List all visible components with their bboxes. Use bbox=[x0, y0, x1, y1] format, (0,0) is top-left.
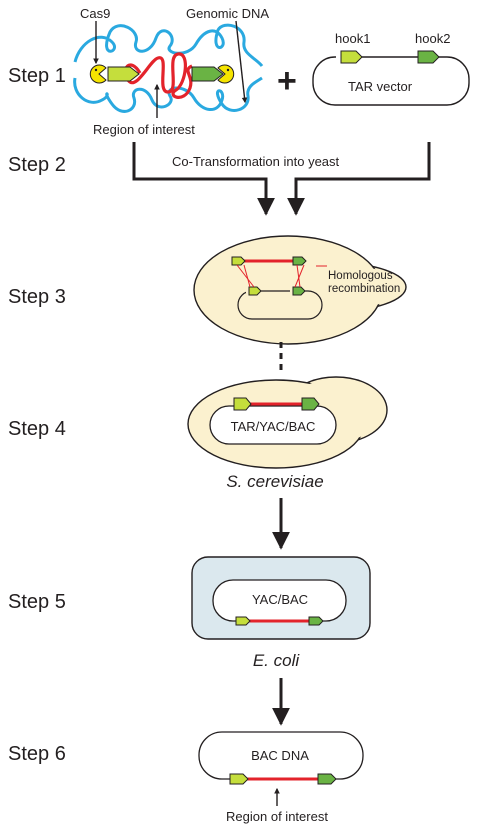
tar-vector bbox=[312, 50, 470, 106]
homologous-label-line1: Homologous bbox=[328, 270, 393, 282]
genomic-hook1-segment bbox=[107, 66, 140, 82]
cas9-label: Cas9 bbox=[80, 6, 110, 21]
vector-hook2-segment bbox=[417, 50, 440, 64]
yeast-cell-step4 bbox=[187, 376, 388, 469]
bac-dna-label: BAC DNA bbox=[251, 748, 309, 763]
cas9-right-icon bbox=[217, 64, 235, 84]
genomic-dna-label: Genomic DNA bbox=[186, 6, 269, 21]
step-3-label: Step 3 bbox=[8, 286, 66, 308]
step-5-label: Step 5 bbox=[8, 591, 66, 613]
bac-dna bbox=[198, 731, 364, 785]
step-4-label: Step 4 bbox=[8, 418, 66, 440]
region-of-interest-dna bbox=[123, 52, 193, 99]
homologous-label-line2: recombination bbox=[328, 283, 400, 295]
genomic-dna-group bbox=[73, 23, 264, 113]
region-of-interest-bottom-label: Region of interest bbox=[226, 809, 328, 824]
cotransformation-label: Co-Transformation into yeast bbox=[172, 154, 340, 169]
hook1-label: hook1 bbox=[335, 31, 370, 46]
plus-sign: + bbox=[277, 62, 297, 100]
s-cerevisiae-label: S. cerevisiae bbox=[226, 472, 323, 491]
ecoli-cell bbox=[191, 556, 371, 640]
region-of-interest-label: Region of interest bbox=[93, 122, 195, 137]
vector-hook1-segment bbox=[340, 50, 363, 64]
cotransformation-arrows bbox=[132, 142, 431, 216]
genomic-hook2-segment bbox=[191, 66, 224, 82]
step-6-label: Step 6 bbox=[8, 743, 66, 765]
step-1-label: Step 1 bbox=[8, 65, 66, 87]
tar-yac-bac-label: TAR/YAC/BAC bbox=[231, 419, 316, 434]
yeast-cell-step3 bbox=[193, 235, 407, 345]
tar-vector-label: TAR vector bbox=[348, 79, 413, 94]
genomic-dna-strand bbox=[73, 23, 264, 113]
cas9-left-icon bbox=[89, 64, 107, 84]
e-coli-label: E. coli bbox=[253, 651, 301, 670]
step-2-label: Step 2 bbox=[8, 154, 66, 176]
hook2-label: hook2 bbox=[415, 31, 450, 46]
yac-bac-label: YAC/BAC bbox=[252, 592, 308, 607]
